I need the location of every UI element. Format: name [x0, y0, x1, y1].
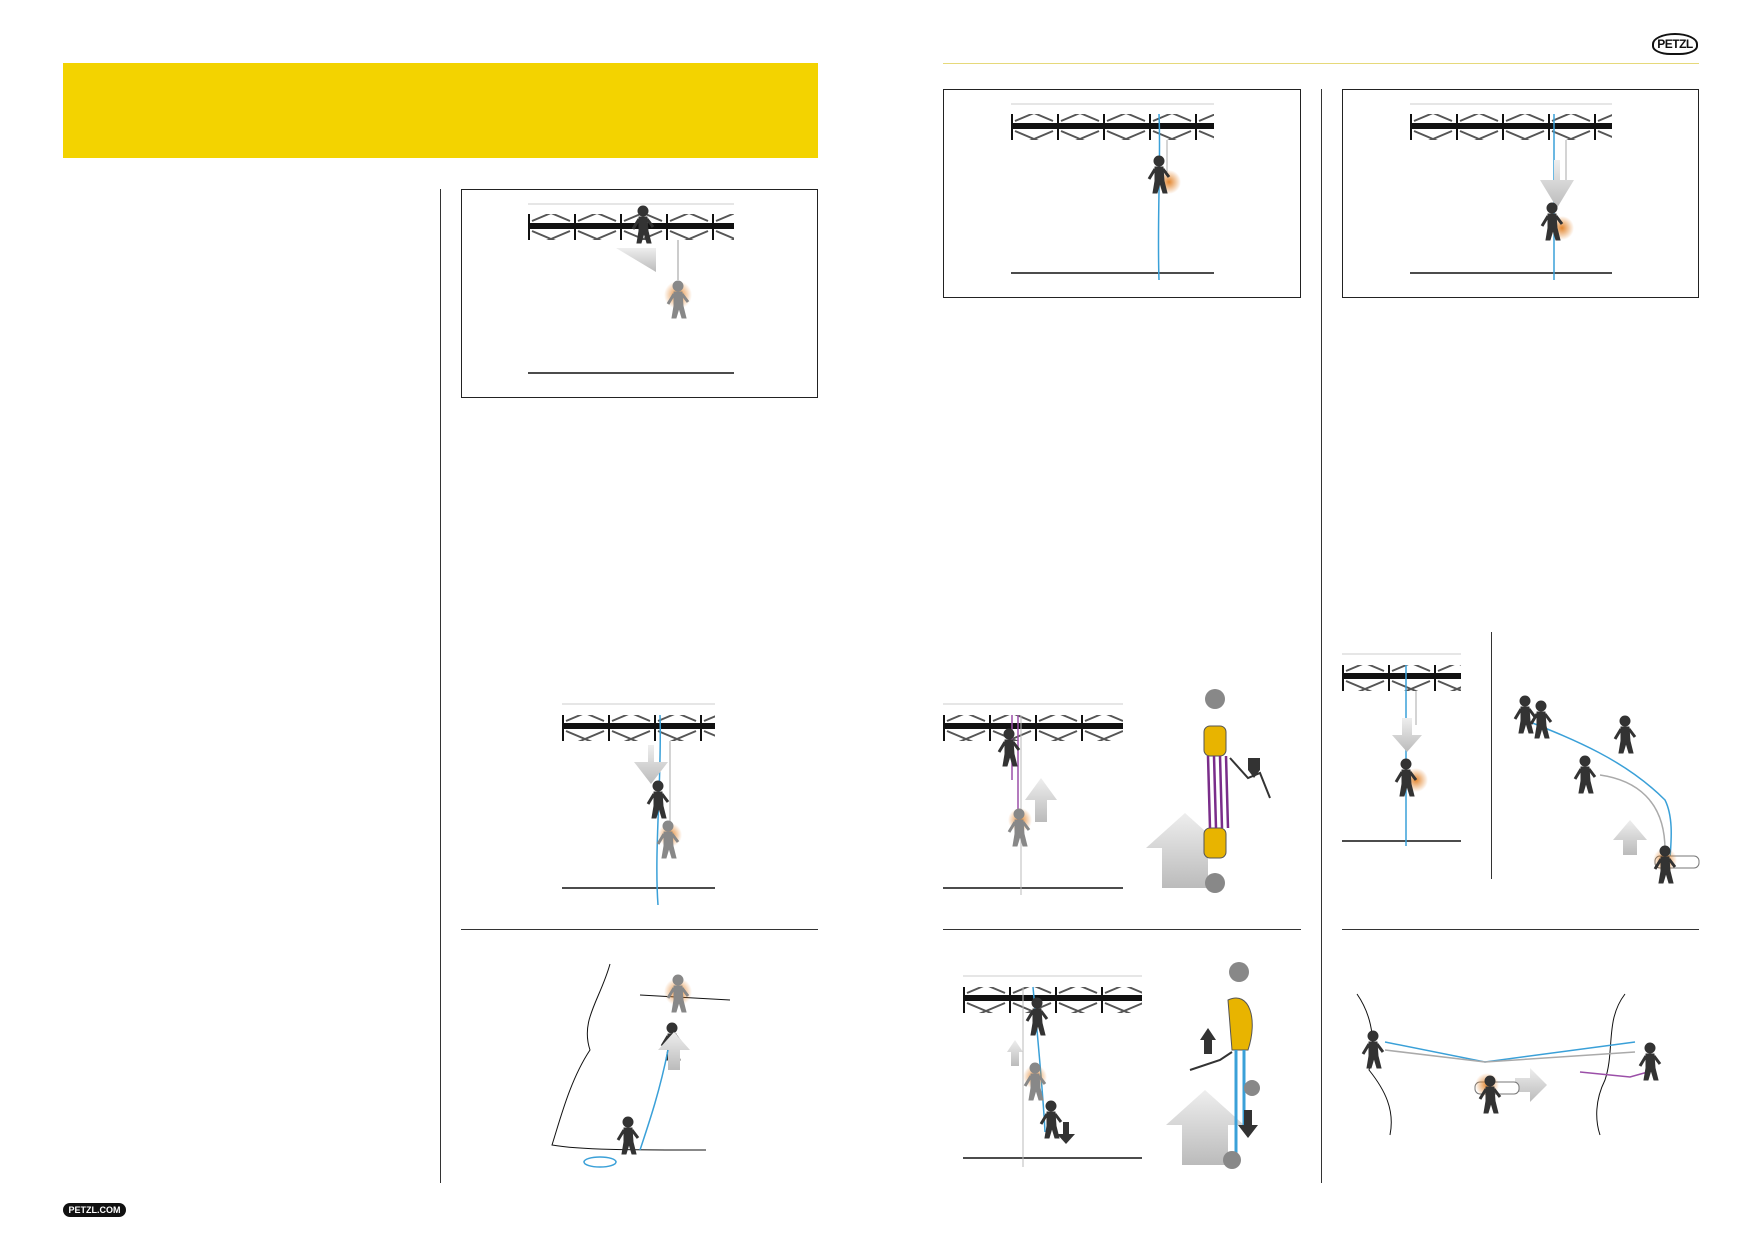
ascender-device-illustration	[1166, 962, 1260, 1169]
title-banner	[63, 63, 818, 158]
haul-system-illustration	[943, 703, 1123, 895]
figure-divider	[1491, 632, 1492, 879]
tyrolean-setup-illustration	[1513, 694, 1700, 885]
truss-lowering-illustration	[1410, 103, 1612, 280]
cliff-rescue-illustration	[551, 963, 731, 1168]
section-divider	[1342, 929, 1699, 930]
website-badge[interactable]: PETZL.COM	[63, 1203, 126, 1217]
truss-lift-illustration	[963, 975, 1142, 1167]
section-divider	[943, 929, 1301, 930]
pulley-device-illustration	[1146, 689, 1271, 893]
petzl-logo: PETZL	[1652, 33, 1698, 55]
truss-assisted-descent-illustration	[562, 703, 715, 906]
section-divider	[461, 929, 818, 930]
figure-box-lowering	[1342, 89, 1699, 298]
header-rule	[943, 63, 1699, 64]
tyrolean-traverse-illustration	[1356, 993, 1662, 1136]
figure-box-fall	[461, 189, 818, 398]
column-divider	[440, 189, 441, 1183]
figure-box-descent	[943, 89, 1301, 298]
truss-counterweight-illustration	[1342, 653, 1461, 846]
truss-rescue-fall-illustration	[528, 203, 734, 374]
truss-rope-descent-illustration	[1011, 103, 1214, 281]
column-divider	[1321, 89, 1322, 1183]
